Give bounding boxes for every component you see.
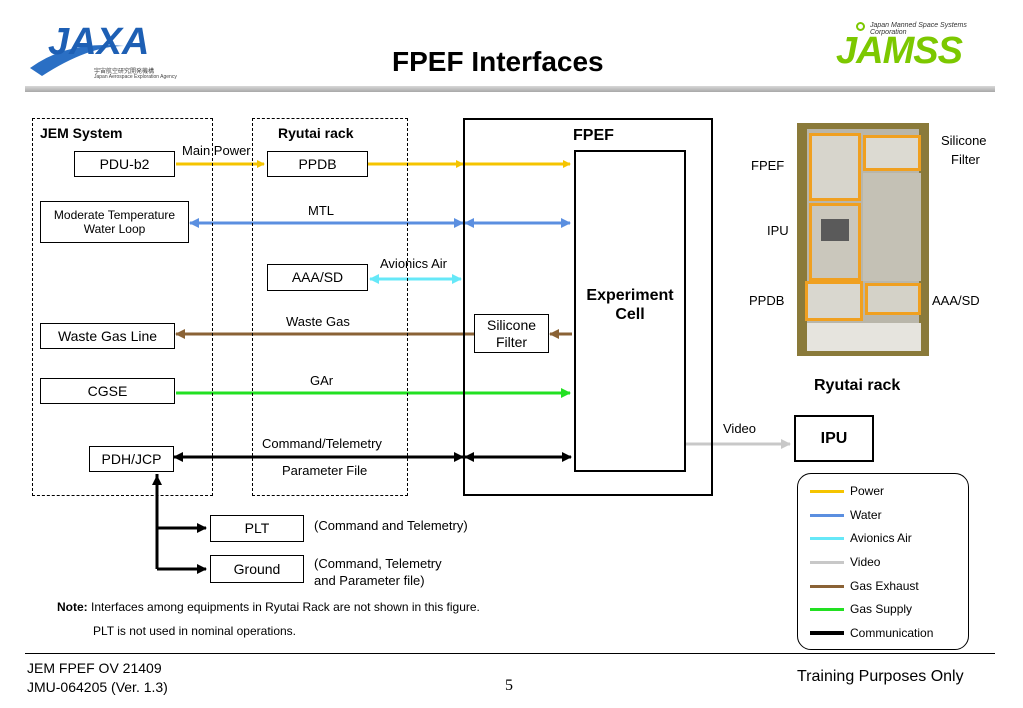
page-title: FPEF Interfaces bbox=[392, 46, 604, 77]
waste-gas-line-box: Waste Gas Line bbox=[40, 323, 175, 349]
ryutai-rack-photo bbox=[797, 123, 929, 356]
mtl-loop-box: Moderate Temperature Water Loop bbox=[40, 201, 189, 243]
jaxa-sub-en: Japan Aerospace Exploration Agency bbox=[94, 74, 177, 80]
waste-gas-label: Waste Gas bbox=[286, 314, 350, 329]
legend-swatch-gas-supply bbox=[810, 607, 844, 611]
plt-box: PLT bbox=[210, 515, 304, 542]
avionics-air-label: Avionics Air bbox=[380, 256, 447, 271]
legend-item-gas-supply: Gas Supply bbox=[810, 600, 912, 618]
fpef-title: FPEF bbox=[573, 127, 614, 144]
param-file-label: Parameter File bbox=[282, 463, 368, 478]
jamss-text: JAMSS bbox=[836, 30, 963, 72]
pdh-jcp-box: PDH/JCP bbox=[89, 446, 174, 472]
jaxa-sub-jp: 宇宙航空研究開発機構 bbox=[94, 69, 155, 75]
mtl-label: MTL bbox=[308, 203, 334, 218]
ryutai-rack-group bbox=[252, 118, 408, 496]
footer-rule bbox=[25, 653, 995, 654]
legend-swatch-communication bbox=[810, 631, 844, 635]
jamss-circle-icon bbox=[856, 22, 865, 31]
doc-id-2: JMU-064205 (Ver. 1.3) bbox=[27, 679, 168, 695]
doc-id-1: JEM FPEF OV 21409 bbox=[27, 660, 162, 676]
main-power-label: Main Power bbox=[182, 143, 251, 158]
ipu-box: IPU bbox=[794, 415, 874, 462]
video-label: Video bbox=[723, 421, 757, 436]
ground-desc-2: and Parameter file) bbox=[314, 573, 425, 588]
legend-swatch-power bbox=[810, 489, 844, 493]
ryutai-rack-title: Ryutai rack bbox=[278, 125, 354, 141]
aaa-sd-box: AAA/SD bbox=[267, 264, 368, 291]
photo-label-silicone-2: Filter bbox=[951, 152, 980, 167]
legend-item-gas-exhaust: Gas Exhaust bbox=[810, 577, 919, 595]
photo-label-ppdb: PPDB bbox=[749, 293, 785, 308]
cmd-tlm-label: Command/Telemetry bbox=[262, 436, 382, 451]
note-line-1: Note: Interfaces among equipments in Ryu… bbox=[57, 600, 480, 614]
legend-swatch-gas-exhaust bbox=[810, 584, 844, 588]
jamss-sub: Japan Manned Space Systems Corporation bbox=[870, 22, 967, 36]
legend-swatch-avionics-air bbox=[810, 536, 844, 540]
silicone-filter-box: Silicone Filter bbox=[474, 314, 549, 353]
jem-system-group bbox=[32, 118, 213, 496]
note-line-2: PLT is not used in nominal operations. bbox=[93, 624, 297, 638]
note-text-1: Interfaces among equipments in Ryutai Ra… bbox=[91, 600, 480, 614]
legend-item-water: Water bbox=[810, 506, 882, 524]
legend-item-avionics-air: Avionics Air bbox=[810, 529, 912, 547]
cgse-box: CGSE bbox=[40, 378, 175, 404]
legend-swatch-video bbox=[810, 560, 844, 564]
jem-system-title: JEM System bbox=[40, 125, 123, 141]
jamss-logo: Japan Manned Space Systems Corporation J… bbox=[836, 20, 1001, 76]
fpef-group bbox=[463, 118, 713, 496]
ground-box: Ground bbox=[210, 555, 304, 583]
legend-item-video: Video bbox=[810, 553, 880, 571]
note-label: Note: bbox=[57, 600, 88, 614]
plt-desc: (Command and Telemetry) bbox=[314, 518, 468, 533]
photo-label-fpef: FPEF bbox=[751, 158, 785, 173]
photo-caption: Ryutai rack bbox=[814, 377, 901, 394]
legend: Power Water Avionics Air Video Gas Exhau… bbox=[797, 473, 969, 650]
page-number: 5 bbox=[505, 677, 513, 694]
photo-label-aaa-sd: AAA/SD bbox=[932, 293, 980, 308]
pdu-b2-box: PDU-b2 bbox=[74, 151, 175, 177]
photo-label-silicone-1: Silicone bbox=[941, 133, 987, 148]
ground-desc-1: (Command, Telemetry bbox=[314, 556, 442, 571]
gar-label: GAr bbox=[310, 373, 334, 388]
svg-text:JAXA: JAXA bbox=[48, 21, 149, 63]
legend-swatch-water bbox=[810, 513, 844, 517]
ppdb-box: PPDB bbox=[267, 151, 368, 177]
jaxa-logo: JAXA 宇宙航空研究開発機構 Japan Aerospace Explorat… bbox=[28, 10, 178, 82]
legend-item-communication: Communication bbox=[810, 624, 933, 642]
legend-item-power: Power bbox=[810, 482, 884, 500]
jaxa-swoosh-icon: JAXA bbox=[30, 21, 149, 76]
header-rule bbox=[25, 86, 995, 92]
experiment-cell-box: Experiment Cell bbox=[574, 150, 686, 472]
photo-label-ipu: IPU bbox=[767, 223, 789, 238]
training-notice: Training Purposes Only bbox=[797, 668, 964, 685]
